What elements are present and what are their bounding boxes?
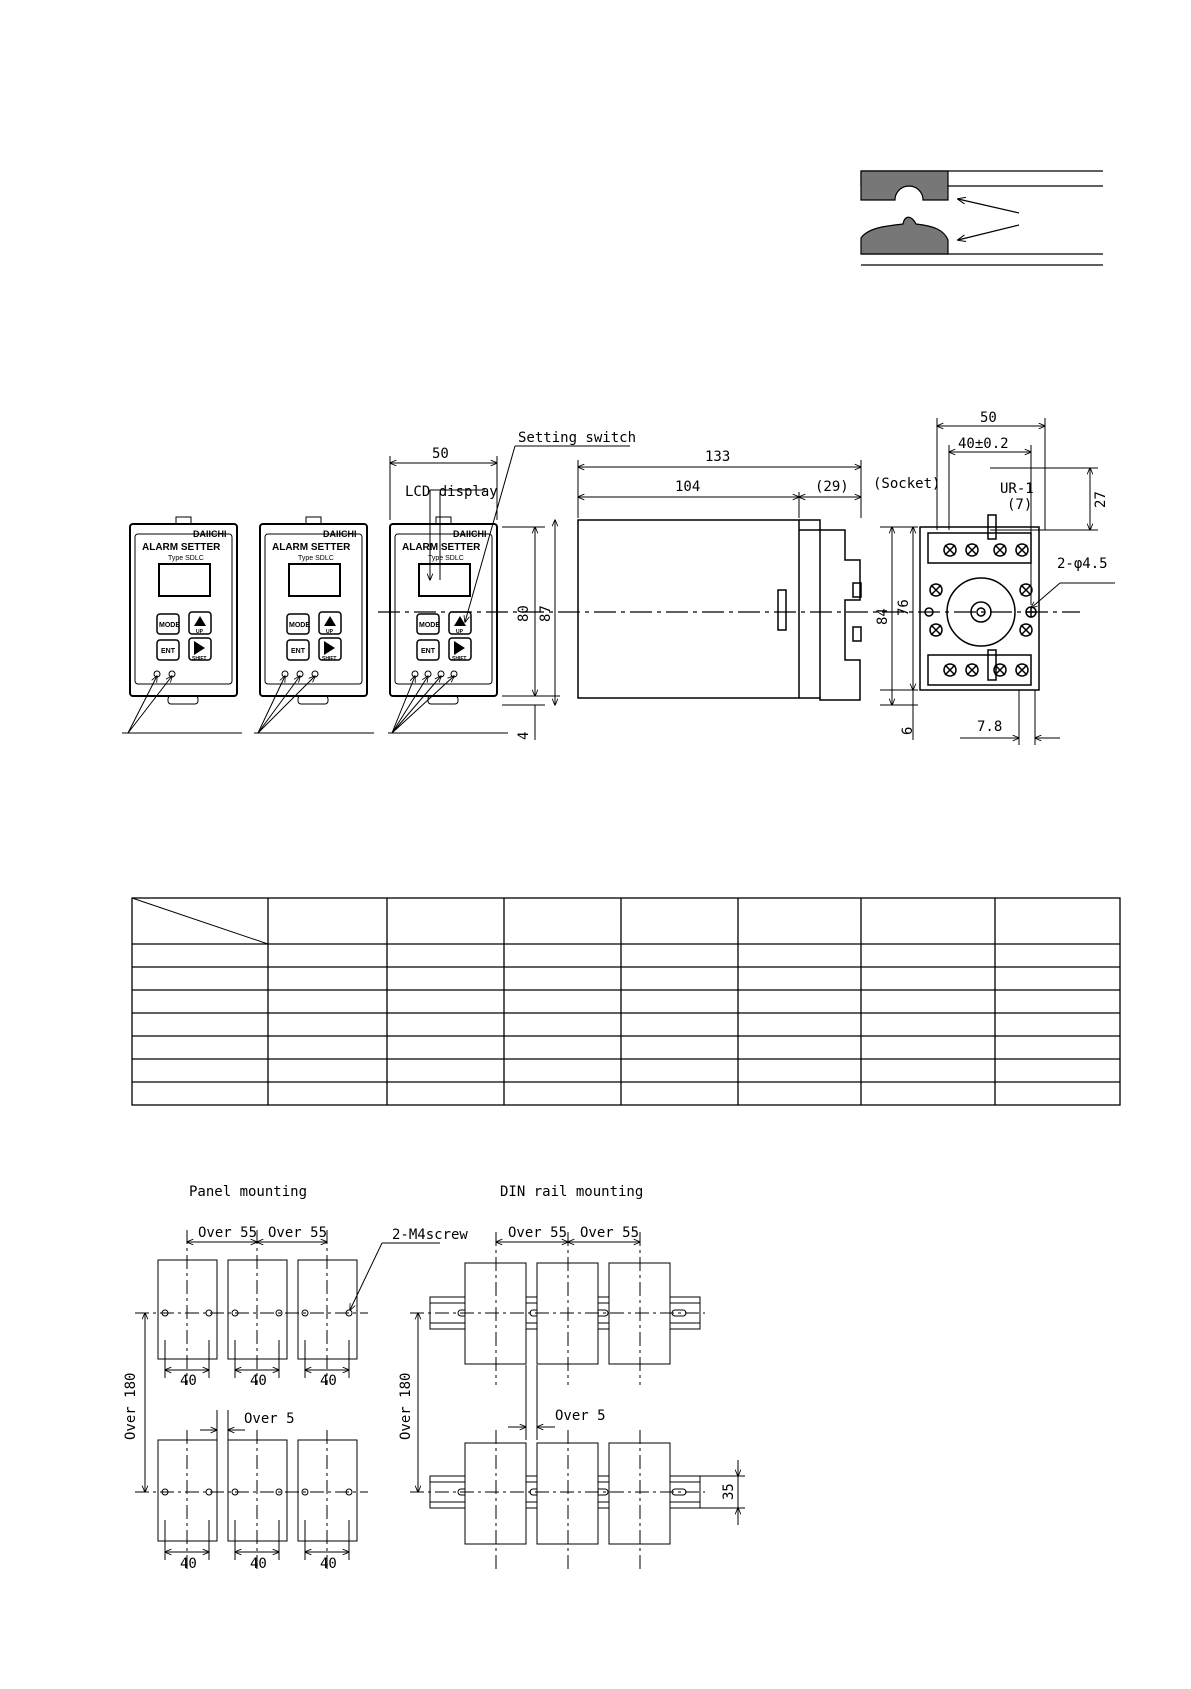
lcd-display-label: LCD display xyxy=(405,484,498,500)
din-over55-b: Over 55 xyxy=(580,1225,639,1241)
svg-text:ENT: ENT xyxy=(421,648,436,655)
socket-pitch-label: 40±0.2 xyxy=(958,436,1009,452)
svg-text:MODE: MODE xyxy=(159,622,180,629)
inset-cross-section xyxy=(860,170,1103,266)
din-mounting-title: DIN rail mounting xyxy=(500,1184,643,1200)
din-over55-a: Over 55 xyxy=(508,1225,567,1241)
socket-width-label: 50 xyxy=(980,410,997,426)
front-height-87-label: 87 xyxy=(538,605,554,622)
svg-text:UP: UP xyxy=(456,629,464,635)
key-mode[interactable]: MODE xyxy=(156,613,180,635)
side-view xyxy=(577,519,862,701)
panel-mounting-title: Panel mounting xyxy=(189,1184,307,1200)
device-type: Type SDLC xyxy=(168,555,204,562)
device-type: Type SDLC xyxy=(428,555,464,562)
key-shift[interactable]: SHIFT xyxy=(448,637,472,662)
key-ent[interactable]: ENT xyxy=(286,639,310,661)
side-total-label: 133 xyxy=(705,449,730,465)
key-ent[interactable]: ENT xyxy=(416,639,440,661)
svg-text:SHIFT: SHIFT xyxy=(322,656,336,662)
key-up[interactable]: UP xyxy=(318,611,342,635)
panel-pitch-6: 40 xyxy=(320,1556,337,1572)
front-width-label: 50 xyxy=(432,446,449,462)
svg-text:MODE: MODE xyxy=(289,622,310,629)
key-up[interactable]: UP xyxy=(188,611,212,635)
side-socket-part-label: (29) xyxy=(815,479,849,495)
device-type: Type SDLC xyxy=(298,555,334,562)
din-rail-35-label: 35 xyxy=(721,1483,737,1500)
front-device-3: DAIICHI ALARM SETTER Type SDLC MODE UP E… xyxy=(389,516,498,705)
svg-text:ENT: ENT xyxy=(161,648,176,655)
key-shift[interactable]: SHIFT xyxy=(318,637,342,662)
front-device-1: DAIICHI ALARM SETTER Type SDLC MODE UP E… xyxy=(129,516,238,705)
din-mounting-grid xyxy=(410,1232,745,1570)
svg-text:UP: UP xyxy=(326,629,334,635)
socket-label: (Socket) xyxy=(873,476,940,492)
led-leaders xyxy=(122,676,508,734)
svg-text:SHIFT: SHIFT xyxy=(192,656,206,662)
lcd-display xyxy=(418,563,471,597)
panel-pitch-5: 40 xyxy=(250,1556,267,1572)
panel-pitch-2: 40 xyxy=(250,1373,267,1389)
socket-dimensions xyxy=(880,418,1115,745)
device-title: ALARM SETTER xyxy=(272,542,351,553)
panel-over180-label: Over 180 xyxy=(123,1373,139,1440)
socket-model-depth-label: (7) xyxy=(1007,497,1032,513)
socket-offset-label: 6 xyxy=(900,727,916,735)
din-over180-label: Over 180 xyxy=(398,1373,414,1440)
lcd-display xyxy=(158,563,211,597)
key-up[interactable]: UP xyxy=(448,611,472,635)
lcd-display xyxy=(288,563,341,597)
key-mode[interactable]: MODE xyxy=(416,613,440,635)
panel-over55-a: Over 55 xyxy=(198,1225,257,1241)
panel-screw-label: 2-M4screw xyxy=(392,1227,468,1243)
device-brand: DAIICHI xyxy=(323,529,357,539)
front-height-4-label: 4 xyxy=(516,732,532,740)
panel-over55-b: Over 55 xyxy=(268,1225,327,1241)
panel-pitch-1: 40 xyxy=(180,1373,197,1389)
key-ent[interactable]: ENT xyxy=(156,639,180,661)
spec-table xyxy=(131,897,1121,1106)
panel-over5-label: Over 5 xyxy=(244,1411,295,1427)
socket-height-label: 84 xyxy=(875,608,891,625)
socket-model-label: UR-1 xyxy=(1000,481,1034,497)
device-brand: DAIICHI xyxy=(453,529,487,539)
din-over5-label: Over 5 xyxy=(555,1408,606,1424)
socket-view xyxy=(919,514,1040,691)
svg-text:SHIFT: SHIFT xyxy=(452,656,466,662)
device-title: ALARM SETTER xyxy=(142,542,221,553)
device-brand: DAIICHI xyxy=(193,529,227,539)
key-shift[interactable]: SHIFT xyxy=(188,637,212,662)
socket-inner-label: 76 xyxy=(896,599,912,616)
front-device-2: DAIICHI ALARM SETTER Type SDLC MODE UP E… xyxy=(259,516,368,705)
setting-switch-label: Setting switch xyxy=(518,430,636,446)
device-title: ALARM SETTER xyxy=(402,542,481,553)
svg-text:ENT: ENT xyxy=(291,648,306,655)
panel-pitch-3: 40 xyxy=(320,1373,337,1389)
socket-top-label: 27 xyxy=(1093,491,1109,508)
front-height-80-label: 80 xyxy=(516,605,532,622)
socket-terminal-label: 7.8 xyxy=(977,719,1002,735)
panel-mounting-grid xyxy=(135,1230,440,1570)
key-mode[interactable]: MODE xyxy=(286,613,310,635)
side-body-label: 104 xyxy=(675,479,700,495)
svg-text:MODE: MODE xyxy=(419,622,440,629)
side-dimensions xyxy=(578,460,861,518)
svg-text:UP: UP xyxy=(196,629,204,635)
socket-holes-label: 2-φ4.5 xyxy=(1057,556,1108,572)
panel-pitch-4: 40 xyxy=(180,1556,197,1572)
